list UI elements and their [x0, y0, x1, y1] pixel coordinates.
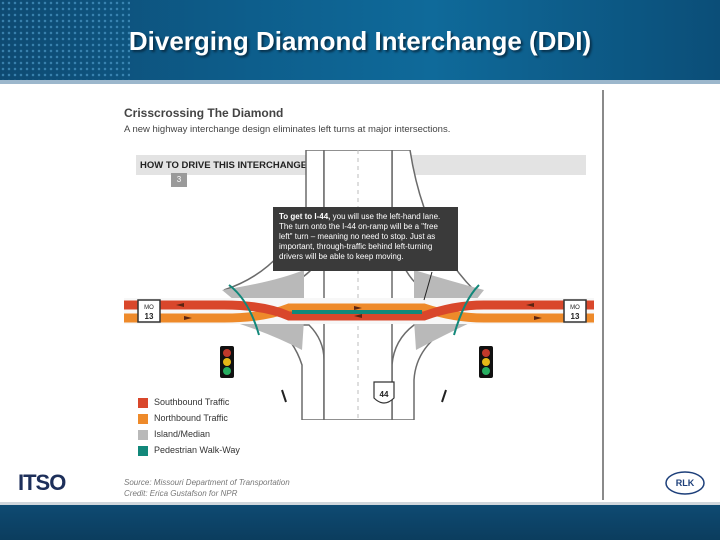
legend-swatch-southbound	[138, 398, 148, 408]
figure-source: Source: Missouri Department of Transport…	[124, 477, 290, 499]
interchange-diagram: MO 13 MO 13 44	[124, 150, 594, 420]
svg-text:MO: MO	[570, 305, 580, 311]
legend-label-walkway: Pedestrian Walk-Way	[154, 445, 240, 455]
callout-lead: To get to I-44,	[279, 212, 331, 221]
source-line-1: Source: Missouri Department of Transport…	[124, 478, 290, 487]
rlk-logo: RLK	[665, 471, 705, 495]
interstate-44-shield-icon: 44	[373, 381, 395, 404]
svg-text:44: 44	[380, 390, 389, 399]
callout-box: To get to I-44, you will use the left-ha…	[273, 207, 458, 271]
southbound-lane	[124, 300, 594, 321]
header-bar	[0, 0, 720, 80]
how-to-label: HOW TO DRIVE THIS INTERCHANGE	[140, 160, 308, 171]
bridge-median	[292, 310, 422, 314]
callout-body: you will use the left-hand lane. The tur…	[279, 212, 441, 261]
svg-text:13: 13	[145, 312, 154, 321]
legend-swatch-walkway	[138, 446, 148, 456]
itso-logo: ITSO	[18, 470, 66, 496]
mo13-shield-right-icon: MO 13	[563, 299, 587, 323]
legend-swatch-northbound	[138, 414, 148, 424]
northbound-lane	[124, 303, 594, 323]
footer-rule	[0, 502, 720, 505]
direction-arrows	[176, 303, 542, 320]
ramp-arrows	[281, 389, 447, 403]
source-line-2: Credit: Erica Gustafson for NPR	[124, 489, 238, 498]
svg-text:13: 13	[571, 312, 580, 321]
interstate-mainline	[323, 150, 393, 420]
footer-bar	[0, 505, 720, 540]
header-rule	[0, 80, 720, 84]
mo13-shield-left-icon: MO 13	[137, 299, 161, 323]
svg-text:MO: MO	[144, 305, 154, 311]
figure-subtitle: A new highway interchange design elimina…	[124, 124, 451, 135]
traffic-light-left-icon	[220, 346, 234, 378]
header-dot-pattern	[0, 0, 130, 80]
legend-label-southbound: Southbound Traffic	[154, 397, 230, 407]
route-sign-icon: 3	[171, 173, 187, 187]
island-medians	[222, 270, 484, 350]
traffic-light-right-icon	[479, 346, 493, 378]
slide-title: Diverging Diamond Interchange (DDI)	[128, 26, 592, 56]
legend-label-northbound: Northbound Traffic	[154, 413, 228, 423]
pedestrian-walkway	[228, 284, 480, 336]
callout-pointer	[423, 271, 433, 301]
figure-title: Crisscrossing The Diamond	[124, 106, 284, 120]
legend-swatch-island	[138, 430, 148, 440]
legend-label-island: Island/Median	[154, 429, 211, 439]
figure-border	[602, 90, 604, 500]
itso-logo-text: ITSO	[18, 470, 66, 495]
rlk-logo-text: RLK	[676, 478, 695, 488]
